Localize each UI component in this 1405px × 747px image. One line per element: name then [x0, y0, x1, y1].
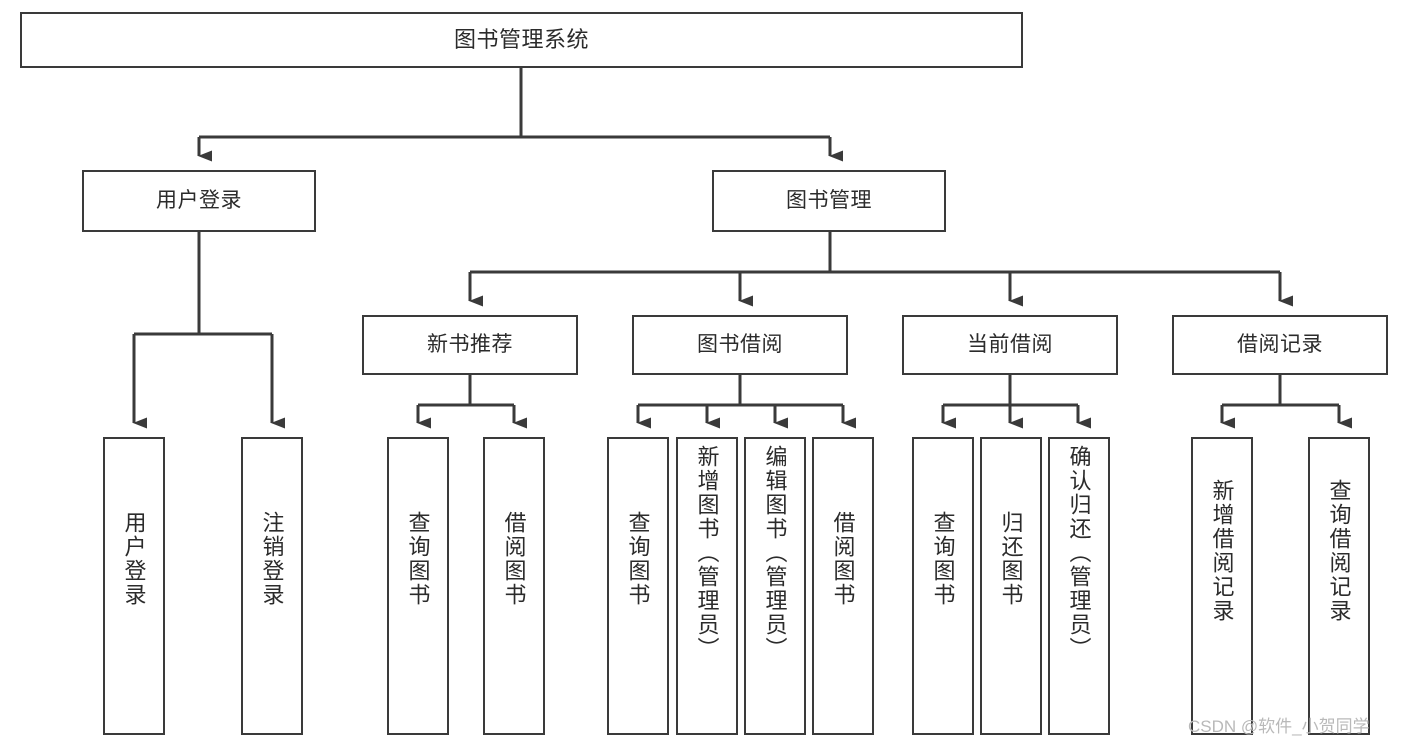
node-label: 当前借阅 [967, 333, 1053, 357]
node-leaf-add-borrow-record[interactable]: 新增借阅记录 [1191, 437, 1253, 735]
node-label: 确认归还（管理员） [1066, 445, 1092, 661]
node-label: 用户登录 [121, 511, 147, 607]
node-label: 用户登录 [156, 189, 242, 213]
node-label: 查询图书 [625, 511, 651, 607]
node-label: 图书管理 [786, 189, 872, 213]
node-label: 编辑图书（管理员） [762, 445, 788, 661]
node-current-borrow[interactable]: 当前借阅 [902, 315, 1118, 375]
node-book-borrow[interactable]: 图书借阅 [632, 315, 848, 375]
node-book-management[interactable]: 图书管理 [712, 170, 946, 232]
node-root-book-management-system[interactable]: 图书管理系统 [20, 12, 1023, 68]
node-label: 注销登录 [259, 511, 285, 607]
node-leaf-confirm-return[interactable]: 确认归还（管理员） [1048, 437, 1110, 735]
node-label: 查询借阅记录 [1326, 479, 1352, 623]
node-borrow-record[interactable]: 借阅记录 [1172, 315, 1388, 375]
node-label: 新增图书（管理员） [694, 445, 720, 661]
watermark-text: CSDN @软件_小贺同学 [1188, 717, 1370, 736]
node-label: 新增借阅记录 [1209, 479, 1235, 623]
node-user-login[interactable]: 用户登录 [82, 170, 316, 232]
node-label: 借阅记录 [1237, 333, 1323, 357]
node-leaf-query-book-borrow[interactable]: 查询图书 [607, 437, 669, 735]
node-label: 借阅图书 [830, 511, 856, 607]
node-leaf-query-book-recommend[interactable]: 查询图书 [387, 437, 449, 735]
node-label: 借阅图书 [501, 511, 527, 607]
node-leaf-borrow-book[interactable]: 借阅图书 [812, 437, 874, 735]
node-leaf-query-borrow-record[interactable]: 查询借阅记录 [1308, 437, 1370, 735]
node-label: 图书管理系统 [453, 26, 589, 52]
node-leaf-borrow-book-recommend[interactable]: 借阅图书 [483, 437, 545, 735]
node-label: 新书推荐 [427, 333, 513, 357]
node-leaf-user-login[interactable]: 用户登录 [103, 437, 165, 735]
node-leaf-logout[interactable]: 注销登录 [241, 437, 303, 735]
node-label: 归还图书 [998, 511, 1024, 607]
node-label: 查询图书 [930, 511, 956, 607]
node-leaf-query-book-current[interactable]: 查询图书 [912, 437, 974, 735]
node-new-book-recommend[interactable]: 新书推荐 [362, 315, 578, 375]
node-leaf-edit-book[interactable]: 编辑图书（管理员） [744, 437, 806, 735]
node-leaf-return-book[interactable]: 归还图书 [980, 437, 1042, 735]
node-leaf-add-book[interactable]: 新增图书（管理员） [676, 437, 738, 735]
node-label: 查询图书 [405, 511, 431, 607]
node-label: 图书借阅 [697, 333, 783, 357]
